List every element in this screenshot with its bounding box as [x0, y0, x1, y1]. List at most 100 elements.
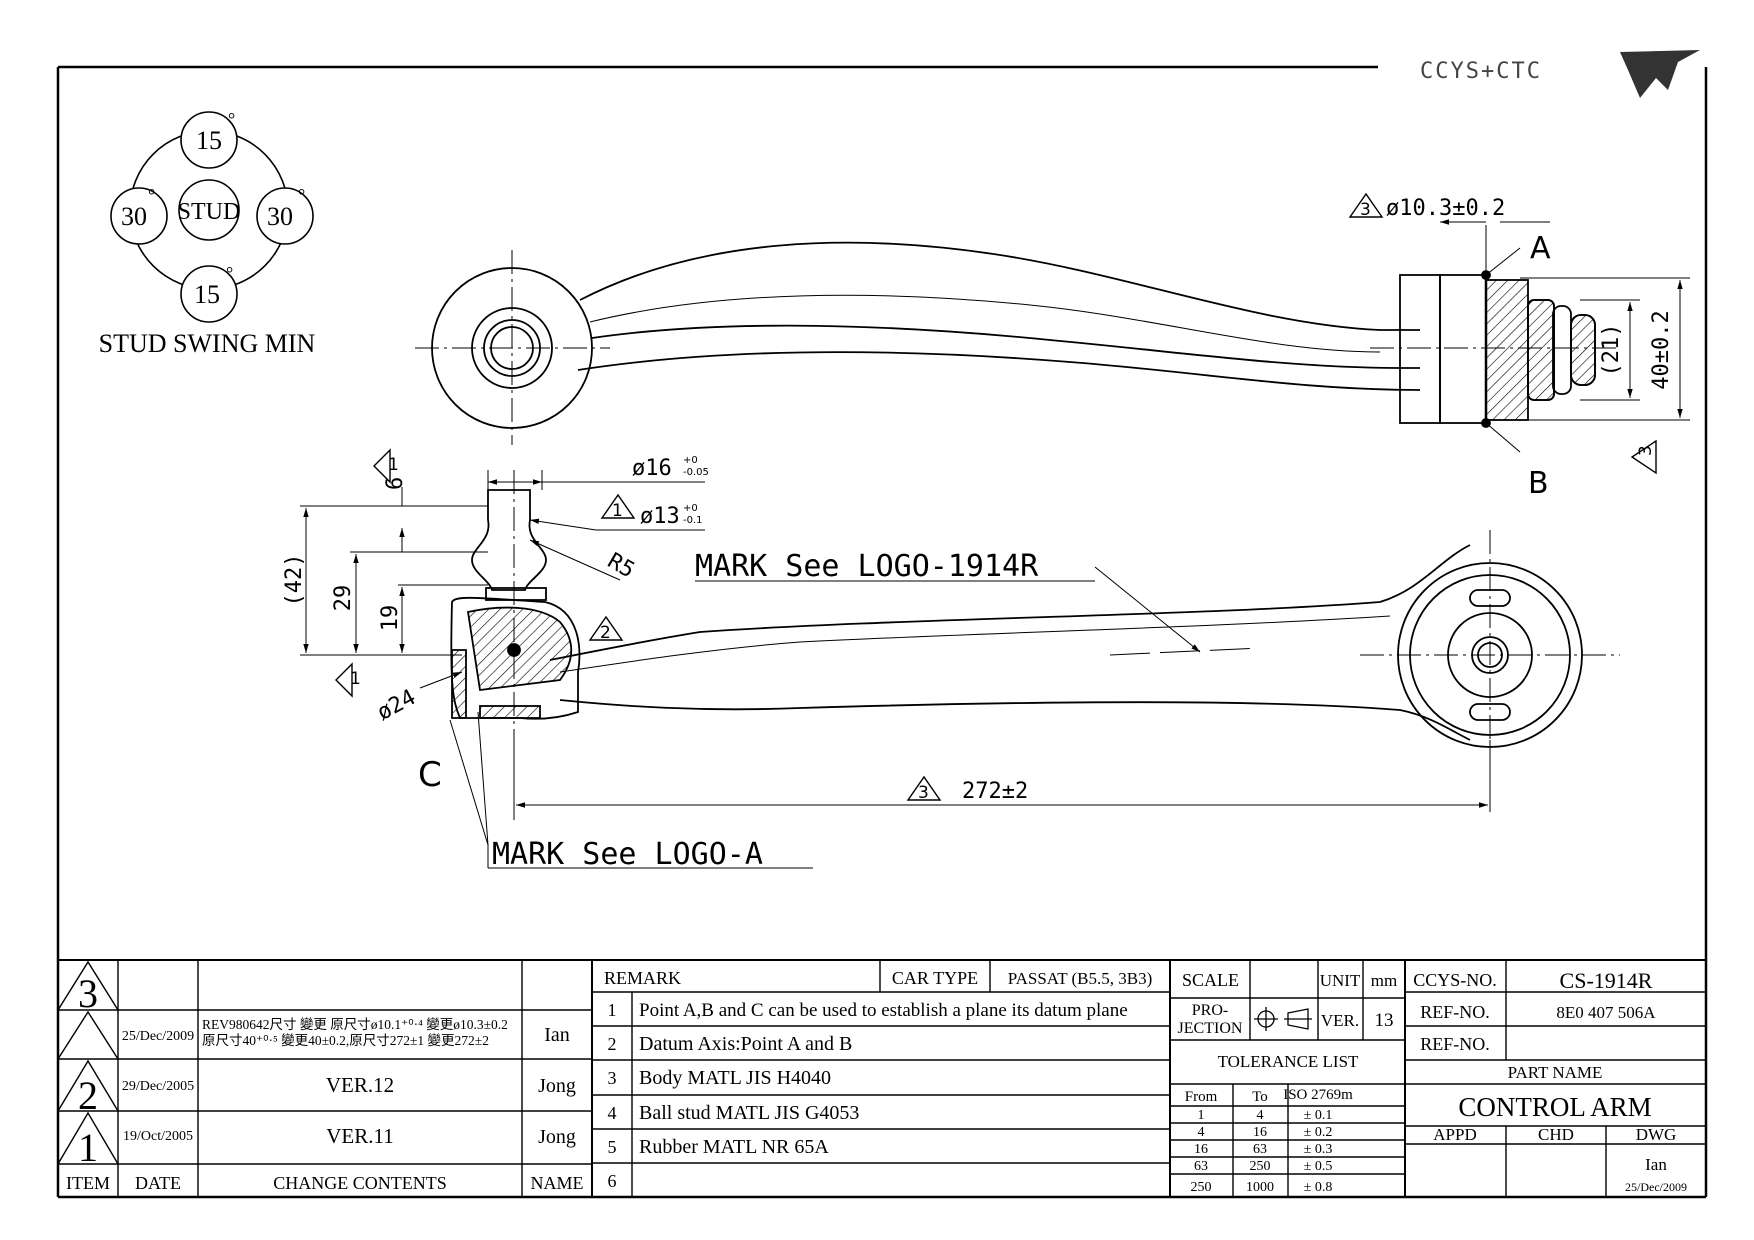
svg-text:CCYS+CTC: CCYS+CTC	[1420, 59, 1542, 84]
tol-2-from: 4	[1198, 1125, 1205, 1140]
projection-label-1: PRO-	[1192, 1002, 1228, 1019]
rev1-a: 1	[388, 455, 399, 475]
rev-header-change: CHANGE CONTENTS	[273, 1173, 447, 1193]
dim-dia-13: ø13	[640, 504, 680, 529]
tol-header-to: To	[1252, 1089, 1268, 1105]
tol-3-val: ± 0.3	[1304, 1142, 1333, 1157]
car-type-value: PASSAT (B5.5, 3B3)	[1008, 969, 1153, 988]
tol-2-to: 16	[1253, 1125, 1267, 1140]
swing-top: 15	[196, 126, 222, 155]
rev-triangle-top	[1348, 192, 1657, 475]
rev-row3-date: 25/Dec/2009	[122, 1029, 194, 1044]
chd-label: CHD	[1538, 1125, 1574, 1144]
part-name-label: PART NAME	[1508, 1063, 1603, 1082]
control-arm-side-view	[300, 470, 1620, 869]
dim-21: (21)	[1599, 324, 1624, 377]
tol-header-from: From	[1185, 1089, 1218, 1105]
rev1-c: 1	[350, 669, 361, 689]
rev-row3-change-l1: REV980642尺寸 變更 原尺寸ø10.1⁺⁰·⁴ 變更ø10.3±0.2	[202, 1017, 508, 1032]
swing-left-deg: °	[148, 185, 155, 205]
dim-dia-13-tol-lo: -0.1	[683, 515, 703, 526]
remark-5-text: Rubber MATL NR 65A	[639, 1136, 829, 1158]
tol-5-to: 1000	[1246, 1180, 1274, 1195]
rev-header-date: DATE	[135, 1173, 181, 1193]
tol-2-val: ± 0.2	[1304, 1125, 1333, 1140]
scale-label: SCALE	[1182, 970, 1239, 990]
rev3-b: 3	[1636, 445, 1656, 456]
tol-1-to: 4	[1257, 1108, 1264, 1123]
projection-label-2: JECTION	[1178, 1020, 1243, 1037]
dim-dia-16: ø16	[632, 456, 672, 481]
tol-5-val: ± 0.8	[1304, 1180, 1333, 1195]
rev-triangles-side	[335, 448, 942, 801]
remark-4-num: 4	[608, 1103, 617, 1123]
dwg-date: 25/Dec/2009	[1625, 1180, 1687, 1194]
rev-row1-change: VER.11	[326, 1124, 393, 1148]
swing-bottom-deg: °	[226, 263, 233, 283]
ccys-no-label: CCYS-NO.	[1413, 970, 1497, 990]
dim-dia-13-tol-up: +0	[683, 503, 698, 514]
part-name-value: CONTROL ARM	[1458, 1092, 1651, 1122]
stud-swing-diagram	[110, 111, 314, 323]
swing-left: 30	[121, 202, 147, 231]
remark-2-num: 2	[608, 1034, 617, 1054]
rev2-a: 2	[600, 623, 611, 643]
car-type-label: CAR TYPE	[892, 968, 978, 988]
rev-row2-name: Jong	[538, 1075, 576, 1097]
appd-label: APPD	[1433, 1125, 1476, 1144]
mark-a: MARK See LOGO-A	[492, 837, 763, 872]
rev-row1-date: 19/Oct/2005	[123, 1129, 193, 1144]
dim-dia-16-tol-lo: -0.05	[683, 467, 709, 478]
tol-1-from: 1	[1198, 1108, 1205, 1123]
dwg-label: DWG	[1636, 1125, 1677, 1144]
remark-1-num: 1	[608, 1000, 617, 1020]
dim-29: 29	[331, 585, 356, 612]
rev1-b: 1	[612, 501, 623, 521]
dim-r5: R5	[603, 549, 638, 584]
rev-row2-date: 29/Dec/2005	[122, 1079, 194, 1094]
dim-dia-16-tol-up: +0	[683, 455, 698, 466]
ref-no-value: 8E0 407 506A	[1556, 1003, 1656, 1022]
tol-5-from: 250	[1191, 1180, 1212, 1195]
title-block-grid	[57, 959, 1706, 1197]
dwg-name: Ian	[1645, 1155, 1667, 1174]
swing-bottom: 15	[194, 280, 220, 309]
tol-3-to: 63	[1253, 1142, 1267, 1157]
dim-19: 19	[378, 605, 403, 632]
remark-2-text: Datum Axis:Point A and B	[639, 1033, 852, 1055]
tolerance-title: TOLERANCE LIST	[1218, 1052, 1359, 1071]
remark-3-text: Body MATL JIS H4040	[639, 1067, 831, 1089]
ver-value: 13	[1375, 1010, 1394, 1031]
rev3-a: 3	[1360, 200, 1371, 220]
rev-row1-item: 1	[78, 1125, 98, 1170]
rev-row3-item: 3	[78, 971, 98, 1016]
remark-1-text: Point A,B and C can be used to establish…	[639, 1000, 1128, 1021]
rev-row2-change: VER.12	[326, 1073, 394, 1097]
tol-4-to: 250	[1250, 1159, 1271, 1174]
dim-dia-a: ø10.3±0.2	[1386, 196, 1505, 221]
remark-header: REMARK	[604, 968, 681, 988]
rev-row3-change-l2: 原尺寸40⁺⁰·⁵ 變更40±0.2,原尺寸272±1 變更272±2	[202, 1033, 489, 1048]
remark-3-num: 3	[608, 1068, 617, 1088]
dim-40: 40±0.2	[1649, 310, 1674, 389]
rev-header-name: NAME	[531, 1173, 584, 1193]
swing-right: 30	[267, 202, 293, 231]
company-logo: CCYS+CTC	[1420, 50, 1700, 98]
dim-42: (42)	[282, 554, 307, 607]
dim-272: 272±2	[962, 779, 1028, 804]
ref-no-label: REF-NO.	[1420, 1002, 1490, 1022]
sheet-border	[56, 65, 1708, 1199]
point-a-label: A	[1530, 231, 1551, 266]
remark-4-text: Ball stud MATL JIS G4053	[639, 1102, 859, 1124]
ver-label: VER.	[1321, 1011, 1359, 1030]
rev3-c: 3	[918, 783, 929, 803]
tol-1-val: ± 0.1	[1304, 1108, 1333, 1123]
control-arm-top-view	[415, 219, 1690, 453]
unit-label: UNIT	[1320, 971, 1361, 990]
remark-6-num: 6	[608, 1171, 617, 1191]
tol-4-from: 63	[1194, 1159, 1208, 1174]
unit-value: mm	[1371, 971, 1397, 990]
projection-symbol-icon	[1254, 1007, 1312, 1031]
tol-4-val: ± 0.5	[1304, 1159, 1333, 1174]
